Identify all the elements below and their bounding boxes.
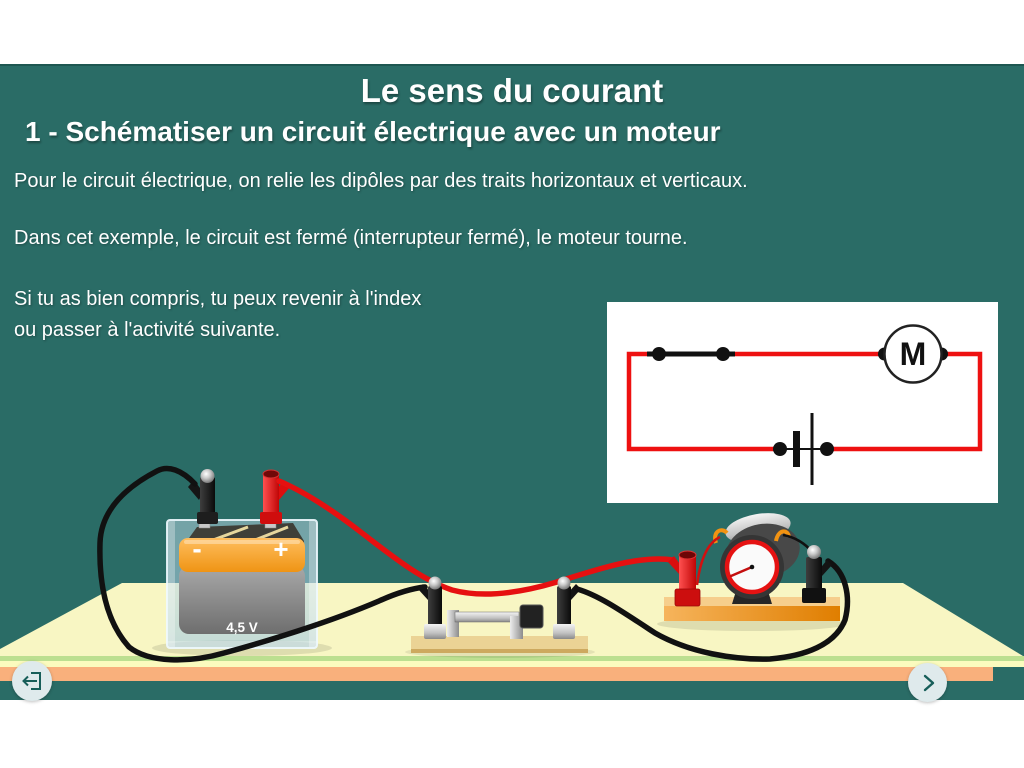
page-title: Le sens du courant bbox=[360, 72, 664, 109]
schematic-motor-label: M bbox=[900, 336, 927, 372]
schematic-circuit-loop bbox=[626, 351, 983, 452]
back-to-index-button[interactable] bbox=[12, 661, 52, 701]
next-activity-button[interactable] bbox=[908, 663, 947, 702]
exit-left-icon bbox=[22, 672, 41, 690]
section-subtitle: 1 - Schématiser un circuit électrique av… bbox=[25, 116, 721, 147]
schematic-switch-closed bbox=[647, 347, 735, 361]
schematic-motor-symbol: M bbox=[878, 324, 948, 384]
paragraph-3-line-1: Si tu as bien compris, tu peux revenir à… bbox=[14, 288, 422, 310]
paragraph-1: Pour le circuit électrique, on relie les… bbox=[14, 170, 748, 192]
chevron-right-icon bbox=[923, 674, 934, 691]
schematic-battery-symbol bbox=[773, 413, 834, 485]
paragraph-3-line-2: ou passer à l'activité suivante. bbox=[14, 319, 281, 341]
paragraph-2: Dans cet exemple, le circuit est fermé (… bbox=[14, 227, 688, 249]
circuit-schematic-panel: M bbox=[607, 302, 998, 503]
circuit-schematic-drawing: M bbox=[626, 324, 983, 485]
paragraph-3: Si tu as bien compris, tu peux revenir à… bbox=[14, 284, 421, 346]
